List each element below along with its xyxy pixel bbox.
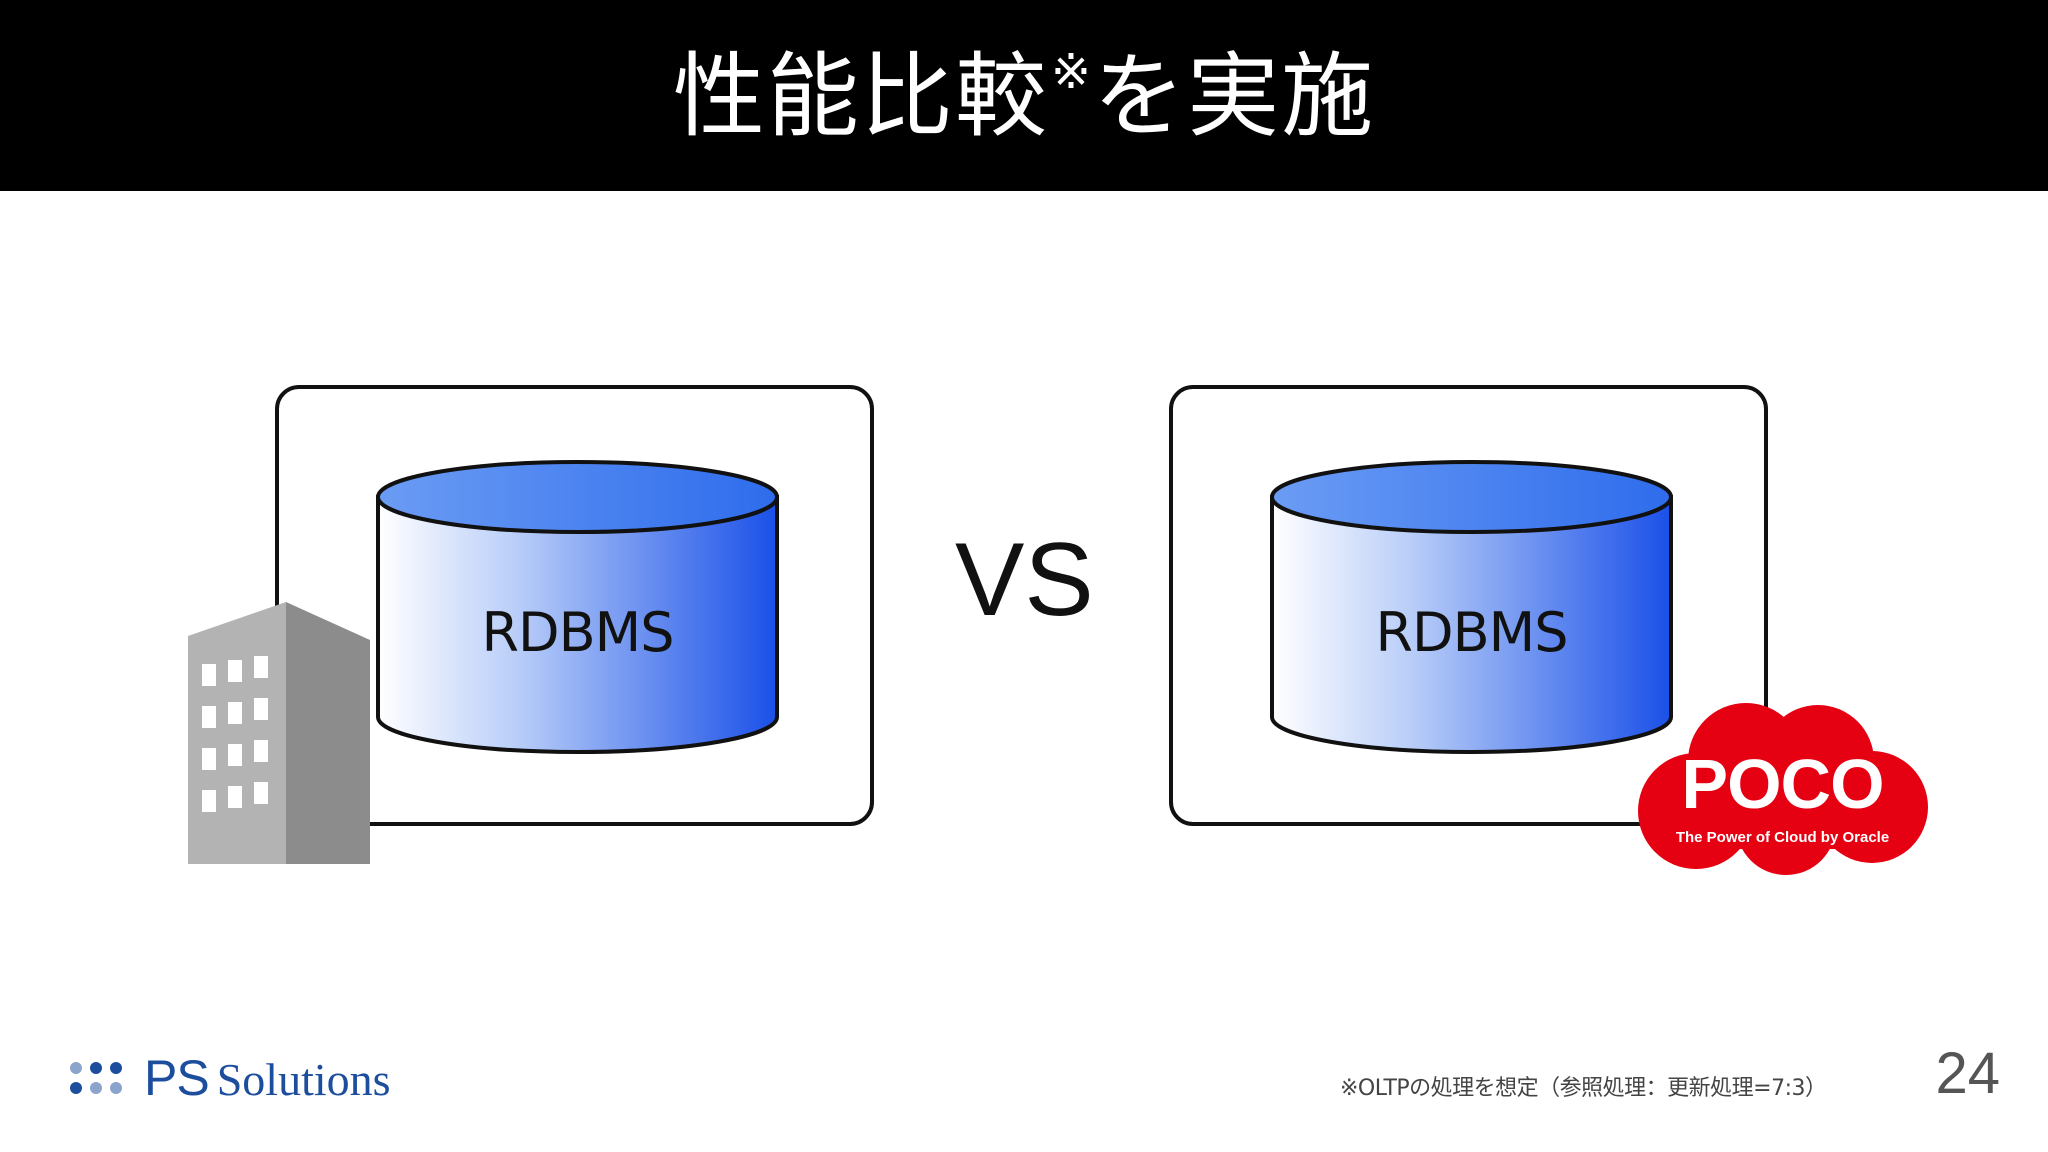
vs-label: VS xyxy=(955,522,1094,638)
office-building-icon xyxy=(188,602,370,864)
cloud-icon xyxy=(1638,703,1928,875)
title-bar: 性能比較※を実施 xyxy=(0,0,2048,191)
database-cylinder-icon xyxy=(1270,460,1673,754)
page-number: 24 xyxy=(1935,1041,2000,1106)
title-footnote-mark: ※ xyxy=(1050,44,1094,100)
poco-badge: POCO The Power of Cloud by Oracle xyxy=(1636,699,1929,875)
logo-ps: PS xyxy=(144,1050,210,1106)
footnote: ※OLTPの処理を想定（参照処理：更新処理=7:3） xyxy=(1340,1076,1827,1101)
logo-solutions: Solutions xyxy=(216,1054,391,1105)
slide-title: 性能比較※を実施 xyxy=(673,48,1375,143)
poco-subtitle: The Power of Cloud by Oracle xyxy=(1675,829,1890,846)
title-suffix: を実施 xyxy=(1093,43,1376,150)
title-main: 性能比較 xyxy=(672,43,1049,150)
logo-dots-icon xyxy=(70,1062,122,1094)
database-cylinder-icon xyxy=(376,460,779,754)
poco-title: POCO xyxy=(1681,745,1884,823)
